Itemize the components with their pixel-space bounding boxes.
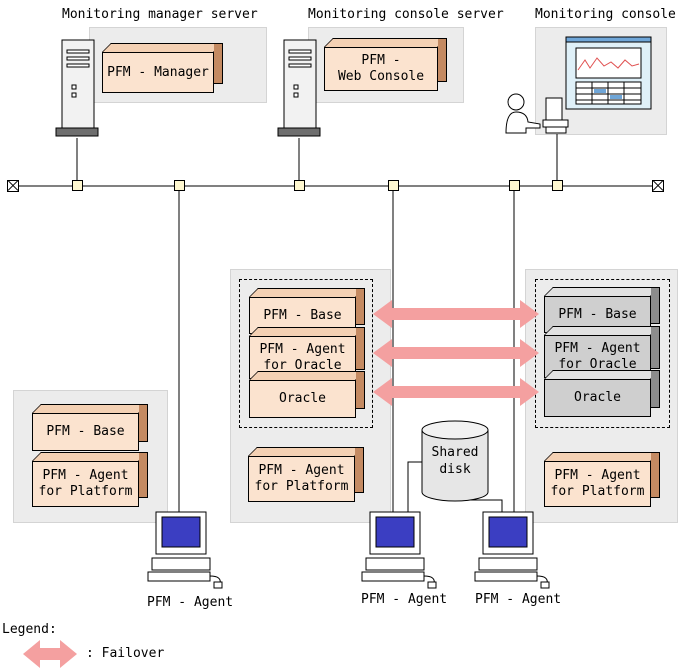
network-node	[294, 180, 305, 191]
network-terminator-right	[652, 180, 664, 192]
network-node	[509, 180, 520, 191]
legend-failover-arrow	[23, 640, 77, 668]
active-oracle-block: Oracle	[249, 371, 365, 418]
legend-failover-label: : Failover	[86, 646, 165, 661]
manager-server-caption: Monitoring manager server	[62, 7, 258, 22]
active-pfm-agent-platform-block: PFM - Agent for Platform	[248, 447, 364, 502]
pfm-web-console-block: PFM - Web Console	[324, 38, 447, 91]
user-icon	[505, 93, 569, 134]
active-node-pc-label: PFM - Agent	[361, 592, 448, 607]
network-node	[552, 180, 563, 191]
disk-link-standby	[455, 499, 503, 512]
shared-disk-label: Shared disk	[431, 445, 479, 477]
failover-arrows	[373, 300, 539, 406]
network-node	[388, 180, 399, 191]
network-node	[174, 180, 185, 191]
network-terminator-left	[7, 180, 19, 192]
manager-server-icon	[55, 39, 99, 137]
monitoring-console-caption: Monitoring console	[535, 7, 676, 22]
left-host-pc-icon	[147, 511, 223, 589]
console-server-icon	[277, 39, 321, 137]
pfm-manager-block: PFM - Manager	[102, 43, 223, 93]
standby-pfm-agent-platform-block: PFM - Agent for Platform	[544, 452, 660, 507]
console-server-caption: Monitoring console server	[308, 7, 504, 22]
active-cluster-group	[239, 279, 373, 428]
standby-node-pc-icon	[474, 511, 550, 589]
left-host-pc-label: PFM - Agent	[147, 595, 234, 610]
left-pfm-agent-platform-block: PFM - Agent for Platform	[32, 452, 148, 507]
active-node-pc-icon	[361, 511, 437, 589]
shared-disk-icon	[421, 420, 489, 502]
network-node	[72, 180, 83, 191]
legend-title: Legend:	[2, 622, 57, 637]
standby-node-pc-label: PFM - Agent	[475, 592, 562, 607]
console-screen-icon	[565, 36, 652, 110]
left-pfm-base-block: PFM - Base	[32, 404, 148, 451]
standby-oracle-block: Oracle	[544, 370, 660, 417]
